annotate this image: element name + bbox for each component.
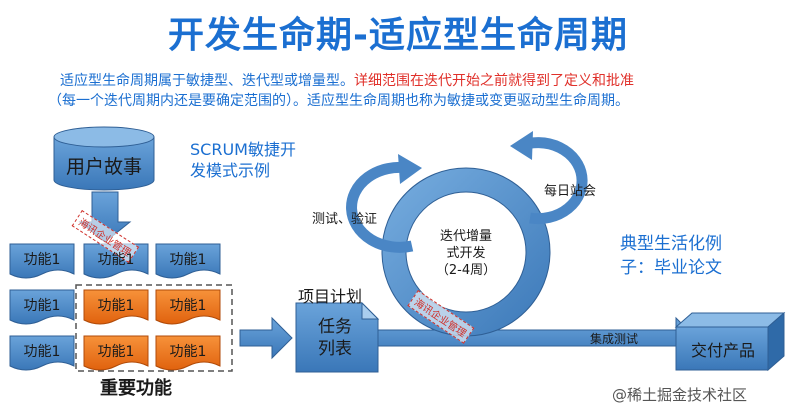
task-list-line-1: 任务 [318,317,352,337]
task-list-line-2: 列表 [318,339,352,359]
standup-cycle-arrow [510,131,588,225]
user-story-cylinder [53,126,155,191]
iteration-line-3: （2-4周） [435,263,497,278]
intro-line-2: （每一个迭代周期内还是要确定范围的）。适应型生命周期也称为敏捷或变更驱动型生命周… [48,93,629,109]
example-line-2: 子：毕业论文 [620,258,722,278]
intro-text-blue: 适应型生命周期属于敏捷型、迭代型或增量型。 [60,73,354,89]
deliver-label: 交付产品 [690,341,755,360]
iteration-line-2: 式开发 [446,246,486,261]
feature-label: 功能1 [97,344,135,360]
task-list-label: 任务 列表 [300,316,370,360]
example-label: 典型生活化例 子：毕业论文 [620,232,722,280]
feature-card [9,289,75,325]
important-feature-card [83,335,149,371]
user-story-label: 用户故事 [65,156,142,178]
feature-card [155,243,221,279]
right-arrow-1 [239,316,293,360]
scrum-line-2: 发模式示例 [190,161,271,180]
feature-card [9,335,75,371]
feature-label: 功能1 [97,252,135,268]
iteration-line-1: 迭代增量 [439,229,492,244]
important-feature-card [155,289,221,325]
scrum-line-1: SCRUM敏捷开 [190,140,296,159]
deliver-box [674,311,786,372]
example-line-1: 典型生活化例 [620,234,722,254]
feature-label: 功能1 [23,252,61,268]
watermark: @稀土掘金技术社区 [612,386,748,404]
project-plan-label: 项目计划 [298,287,363,306]
feature-card [9,243,75,279]
important-feature-card [83,289,149,325]
test-cycle-arrow [346,154,422,253]
feature-label: 功能1 [97,298,135,314]
feature-label: 功能1 [23,298,61,314]
feature-label: 功能1 [169,344,207,360]
important-features-label: 重要功能 [100,378,172,399]
integration-test-label: 集成测试 [590,332,639,346]
scrum-label: SCRUM敏捷开 发模式示例 [190,139,296,181]
important-feature-card [155,335,221,371]
feature-label: 功能1 [169,252,207,268]
feature-cards [9,243,221,371]
intro-text-red: 详细范围在迭代开始之前就得到了定义和批准 [354,73,634,89]
iteration-label: 迭代增量 式开发 （2-4周） [426,228,506,279]
test-verify-label: 测试、验证 [312,212,378,227]
feature-label: 功能1 [23,344,61,360]
page-title: 开发生命期-适应型生命周期 [168,15,628,56]
important-features-frame [75,284,233,372]
feature-label: 功能1 [169,298,207,314]
intro-line-1: 适应型生命周期属于敏捷型、迭代型或增量型。详细范围在迭代开始之前就得到了定义和批… [60,70,780,90]
daily-standup-label: 每日站会 [544,184,597,199]
